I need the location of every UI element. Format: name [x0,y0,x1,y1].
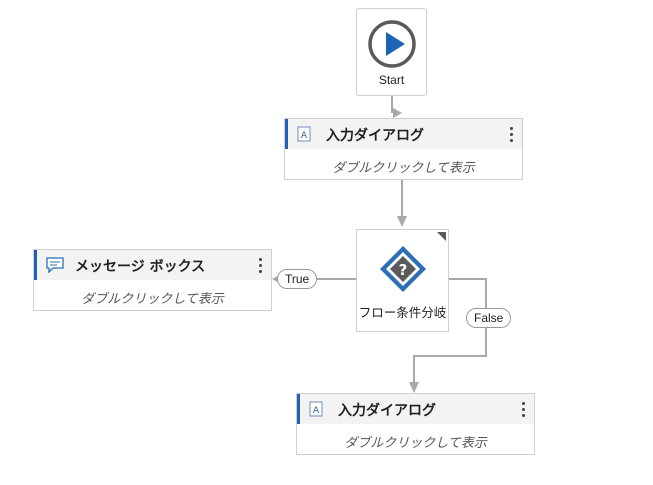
input-dialog-activity-1[interactable]: A 入力ダイアログ ダブルクリックして表示 [284,118,523,180]
svg-text:?: ? [398,261,407,279]
corner-marker [437,232,446,241]
activity-title: 入力ダイアログ [338,403,436,419]
activity-title: メッセージ ボックス [75,259,206,275]
more-options-icon[interactable] [504,123,518,145]
decision-label: フロー条件分岐 [358,305,447,320]
flow-decision-node[interactable]: ? フロー条件分岐 [356,229,449,332]
svg-text:A: A [301,131,308,141]
activity-header: A 入力ダイアログ [297,394,534,424]
activity-title: 入力ダイアログ [326,128,424,144]
more-options-icon[interactable] [516,398,530,420]
more-options-icon[interactable] [253,254,267,276]
activity-hint: ダブルクリックして表示 [344,436,487,451]
input-dialog-icon: A [297,126,311,142]
activity-hint: ダブルクリックして表示 [332,161,475,176]
false-branch-label[interactable]: False [466,308,512,328]
activity-header: メッセージ ボックス [34,250,271,280]
svg-text:A: A [313,406,320,416]
message-box-activity[interactable]: メッセージ ボックス ダブルクリックして表示 [33,249,272,311]
start-label: Start [378,73,405,87]
input-dialog-icon: A [309,401,323,417]
true-branch-label[interactable]: True [277,269,318,289]
activity-header: A 入力ダイアログ [285,119,522,149]
start-node[interactable]: Start [356,8,427,96]
activity-hint: ダブルクリックして表示 [81,292,224,307]
play-icon [367,20,416,68]
input-dialog-activity-2[interactable]: A 入力ダイアログ ダブルクリックして表示 [296,393,535,455]
question-diamond-icon: ? [379,246,426,292]
message-icon [46,257,64,273]
